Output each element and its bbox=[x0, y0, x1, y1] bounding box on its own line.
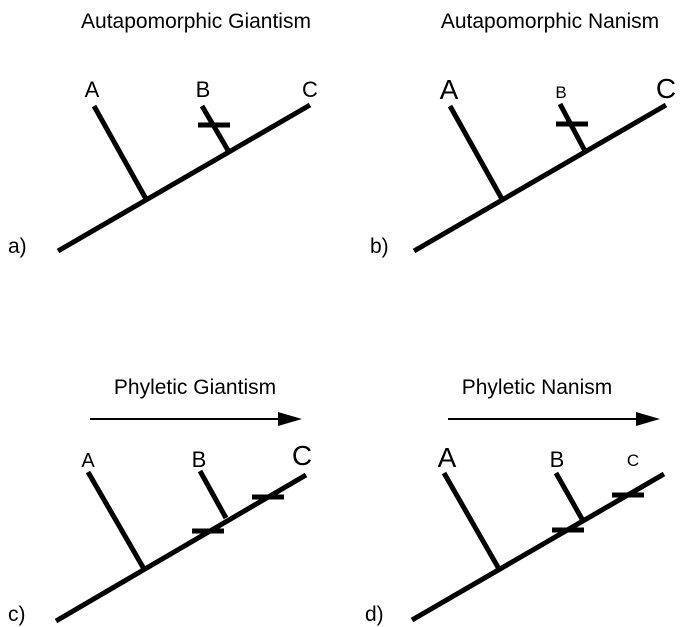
panel-b-title: Autapomorphic Nanism bbox=[441, 10, 659, 33]
panel-d-tip-b: B bbox=[550, 447, 565, 472]
panel-d-arrow-head bbox=[636, 412, 660, 426]
panel-c-title: Phyletic Giantism bbox=[114, 376, 276, 399]
panel-d-branch-a bbox=[441, 471, 502, 571]
panel-a-tip-a: A bbox=[85, 77, 100, 102]
panel-d-main-branch bbox=[410, 471, 666, 623]
panel-a-main-branch bbox=[56, 102, 312, 254]
panel-c: Phyletic Giantism A B C c) bbox=[8, 376, 312, 626]
panel-c-arrow-head bbox=[278, 412, 302, 426]
panel-b-tip-c: C bbox=[656, 73, 676, 104]
panel-a-branch-a bbox=[91, 104, 149, 201]
panel-b-branch-a bbox=[447, 104, 505, 201]
panel-b-tip-a: A bbox=[440, 74, 459, 105]
panel-b-main-branch bbox=[412, 102, 668, 254]
panel-c-tip-b: B bbox=[192, 447, 207, 472]
panel-b-label: b) bbox=[370, 235, 389, 258]
panel-d-title: Phyletic Nanism bbox=[462, 376, 613, 399]
panel-d-branch-b bbox=[553, 471, 585, 521]
panel-a-tip-c: C bbox=[302, 77, 318, 102]
panel-c-branch-b bbox=[197, 469, 229, 520]
panel-c-tip-a: A bbox=[81, 450, 95, 472]
panel-c-branch-a bbox=[85, 470, 147, 571]
panel-b-tip-b: B bbox=[555, 83, 566, 102]
panel-d-label: d) bbox=[365, 603, 384, 626]
panel-a-branch-b bbox=[199, 104, 232, 154]
panel-c-label: c) bbox=[8, 603, 26, 626]
panel-d-tip-c: C bbox=[627, 451, 639, 470]
panel-c-tip-c: C bbox=[292, 440, 312, 471]
panel-a-label: a) bbox=[8, 235, 27, 258]
panel-a-tip-b: B bbox=[196, 77, 211, 102]
panel-d-tip-a: A bbox=[438, 442, 457, 473]
panel-a-title: Autapomorphic Giantism bbox=[81, 10, 311, 33]
panel-b-branch-b bbox=[557, 102, 588, 153]
panel-a: Autapomorphic Giantism A B C a) bbox=[8, 10, 318, 258]
panel-b: Autapomorphic Nanism A B C b) bbox=[370, 10, 676, 258]
panel-d: Phyletic Nanism A B C d) bbox=[365, 376, 666, 626]
